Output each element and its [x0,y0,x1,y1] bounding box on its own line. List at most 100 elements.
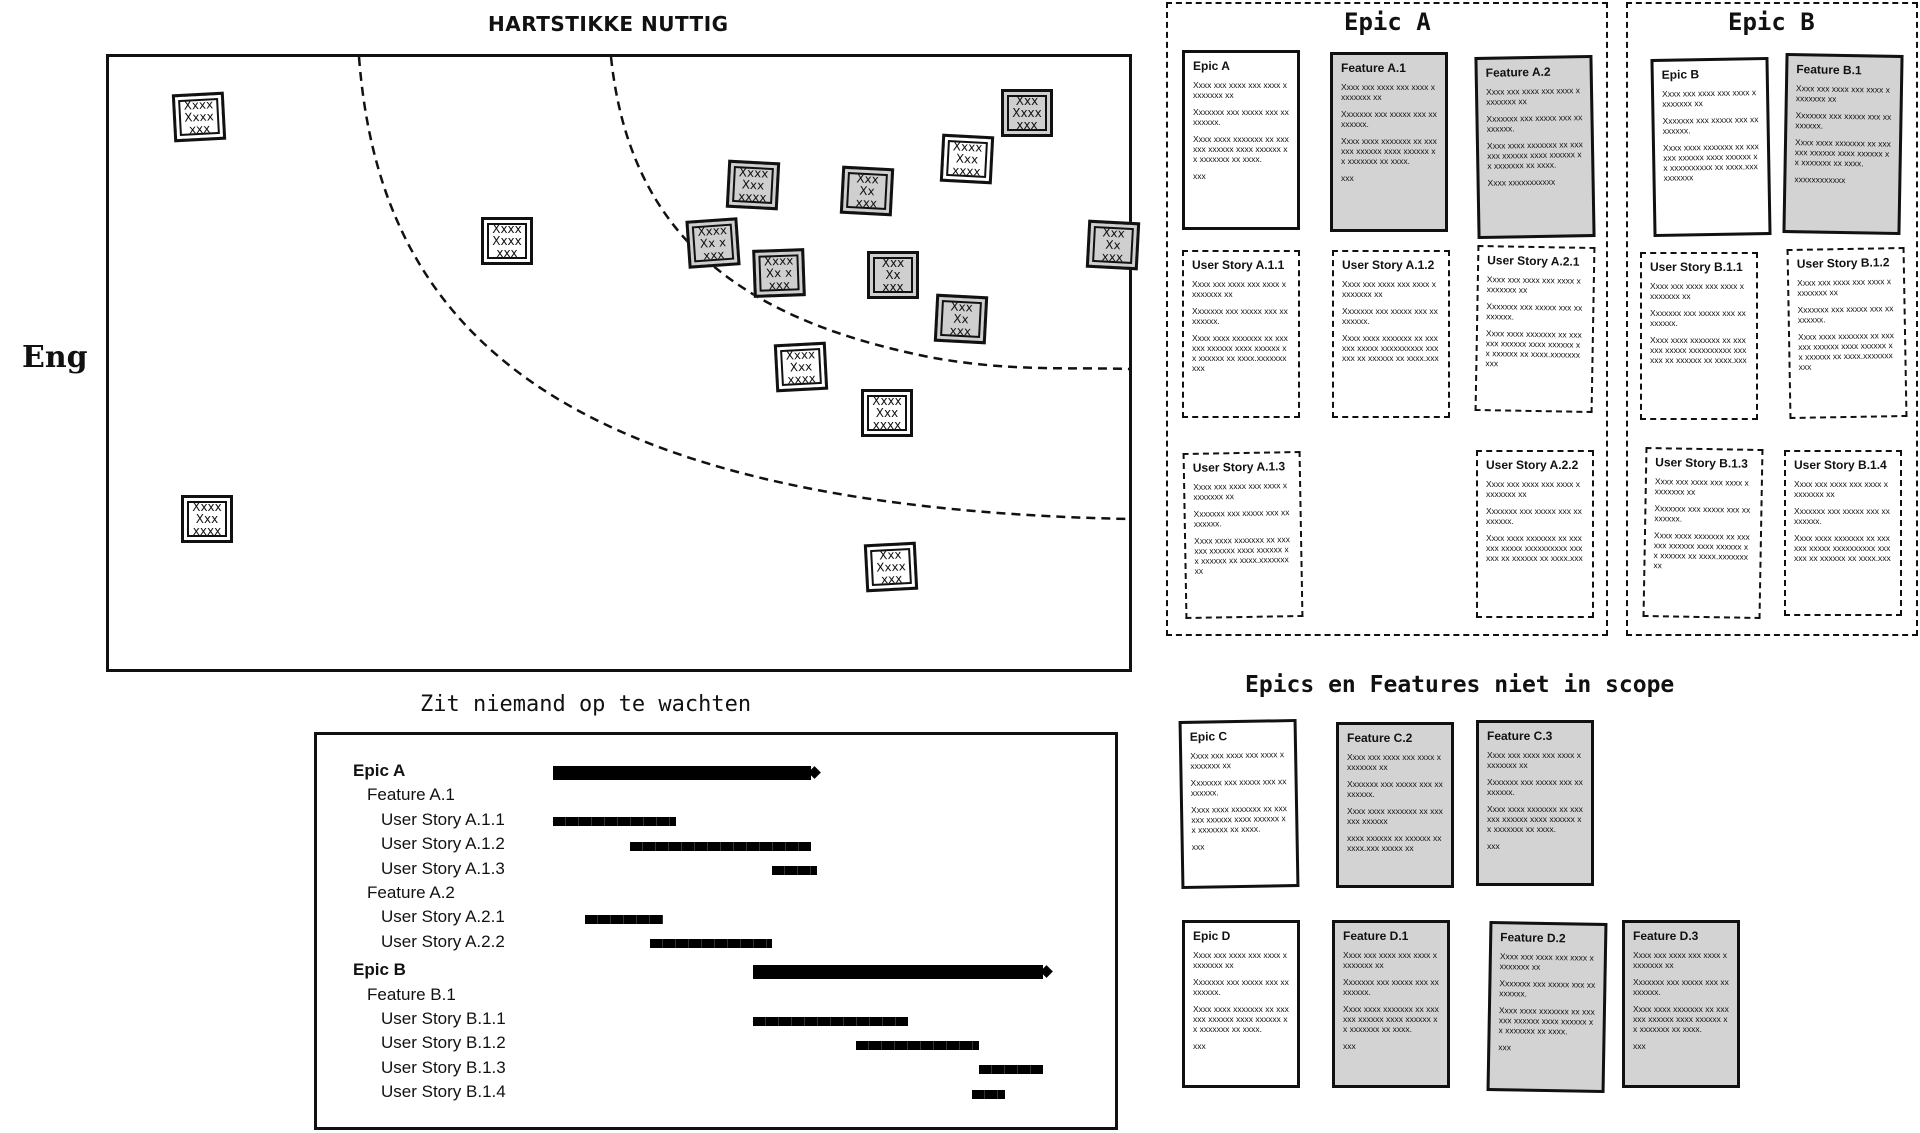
gantt-feature-label: Feature A.2 [367,883,455,902]
card-text: Xxxxxxx xxx xxxxx xxx xxxxxxxx. [1193,977,1289,997]
sticky-note-line: Xxxx [492,222,522,236]
gantt-story-label: User Story B.1.2 [381,1033,506,1053]
card-text: Xxxx xxxx xxxxxxx xx xxxxxx xxxxxx xxxx … [1797,330,1895,372]
card-text: Xxxx xxxx xxxxxxx xx xxxxxx xxxxxx xxxx … [1633,1004,1729,1034]
gantt-story-label: User Story A.1.1 [381,809,505,829]
gantt-story-label: User Story B.1.3 [381,1057,506,1077]
gantt-bar [553,766,811,780]
card-text: xxxx xxxxxx xx xxxxxx xx xxxx.xxx xxxxx … [1347,833,1442,853]
sticky-note-line: xxx [880,571,903,587]
sticky-note-line: xxx [1101,249,1124,265]
card-text: Xxxxxxx xxx xxxxx xxx xxxxxxxx. [1797,303,1894,325]
sticky-note-line: xxxx [192,524,222,538]
card-text: Xxxx xxxx xxxxxxx xx xxxxxx xxxxxx xxxx … [1191,803,1288,835]
gantt-story-label: User Story A.1.2 [381,834,505,854]
card-text: xxx [1498,1042,1512,1053]
card-text: Xxxx xxxx xxxxxxx xx xxxxxx xxxxxx xxxx … [1193,134,1289,164]
gantt-bar [856,1040,979,1050]
card-text: Xxxxxxx xxx xxxxx xxx xxxxxxxx. [1662,114,1759,136]
card-text: Xxxxxxx xxx xxxxx xxx xxxxxxxx. [1343,977,1439,997]
card-title: User Story A.1.1 [1192,258,1285,272]
card-text: xxx [1193,171,1206,181]
sticky-note-line: xxx [855,195,878,211]
sticky-note-line: Xx [885,268,901,282]
sticky-note-line: xxx [496,246,518,260]
card-text: Xxxx xxxx xxxxxxx xx xxxxxx xxxxxx xxxx … [1485,328,1582,369]
gantt-bar [585,914,663,924]
sticky-note-line: xxx [188,121,211,137]
card-text: Xxxx xxx xxxx xxx xxxx xxxxxxxx xx [1193,480,1288,502]
card-title: Feature D.3 [1633,929,1699,943]
sticky-note-line: xxx [1016,118,1038,132]
card-title: Epic D [1193,929,1231,943]
matrix-title: Hartstikke nuttig [488,12,729,36]
y-axis-label: Eng [22,340,88,375]
x-axis-label: Zit niemand op te wachten [420,692,752,717]
card-title: User Story B.1.2 [1796,255,1890,271]
gantt-bar [752,965,1044,980]
card-text: Xxxx xxx xxxx xxx xxxx xxxxxxxx xx [1633,950,1727,970]
card-text: Xxxxxxx xxx xxxxx xxx xxxxxxxx. [1342,306,1438,326]
card-text: Xxxx xxx xxxx xxx xxxx xxxxxxxx xx [1499,951,1594,972]
card-text: xxxxxxxxxxxx [1794,174,1846,186]
sticky-note-line: xxx [702,247,725,263]
card-text: Xxxxxxx xxx xxxxx xxx xxxxxxxx. [1341,109,1437,129]
sticky-note-line: xxxx [951,163,981,179]
card-title: Feature A.2 [1485,64,1551,80]
card-text: Xxxx xxxx xxxxxxx xx xxxxxx xxxxxx [1347,806,1443,826]
card-text: Xxxxxxx xxx xxxxx xxx xxxxxxxx. [1486,301,1583,322]
gantt-bar [772,866,818,876]
card-text: xxx [1191,841,1205,852]
gantt-story-label: User Story B.1.4 [381,1082,506,1102]
card-text: Xxxxxxx xxx xxxxx xxx xxxxxxxx. [1193,507,1290,529]
sticky-note-line: xxxx [737,189,767,205]
sticky-note-line: xxx [882,280,904,294]
card-title: Feature C.3 [1487,729,1553,743]
zone-divider-outer [357,57,1129,521]
card-text: Xxxxxxx xxx xxxxx xxx xxxxxxxx. [1487,777,1583,797]
card-text: Xxxxxxx xxx xxxxx xxx xxxxxxxx. [1486,506,1582,526]
sticky-note-line: xxxx [787,371,817,387]
card-text: Xxxx xxxx xxxxxxx xx xxxxxx xxxxxx xxxx … [1193,1004,1289,1034]
gantt-feature-label: Feature B.1 [367,984,456,1004]
card-title: User Story B.1.4 [1794,458,1887,472]
card-text: Xxxxxxx xxx xxxxx xxx xxxxxxxx. [1795,110,1892,131]
